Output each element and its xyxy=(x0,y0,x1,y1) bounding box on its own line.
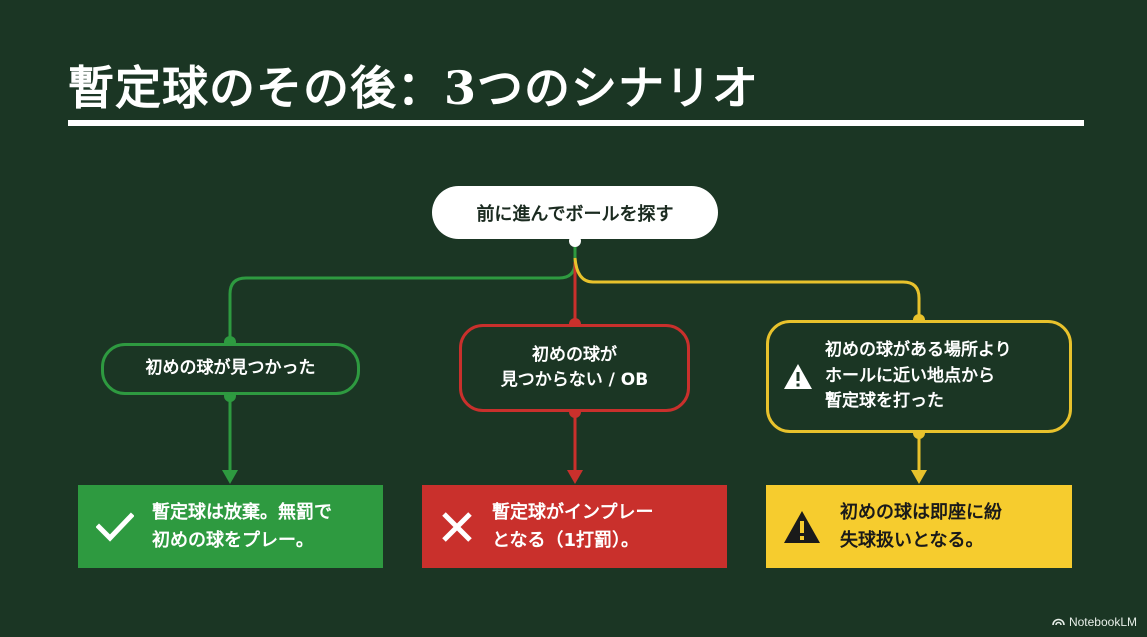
condition-line: 暫定球を打った xyxy=(825,391,944,412)
result-line: 初めの球は即座に紛 xyxy=(840,501,1002,523)
page-title: 暫定球のその後：3つのシナリオ xyxy=(68,61,760,115)
arrow-head-red xyxy=(567,470,583,484)
condition-line: 見つからない / OB xyxy=(500,370,649,390)
cross-icon xyxy=(440,510,474,544)
arrow-head-yellow xyxy=(911,470,927,484)
condition-not-found: 初めの球が 見つからない / OB xyxy=(459,324,690,412)
arrow-head-green xyxy=(222,470,238,484)
start-node: 前に進んでボールを探す xyxy=(432,186,718,239)
result-line: 初めの球をプレー。 xyxy=(152,529,314,551)
result-line: となる（1打罰）。 xyxy=(492,529,639,551)
connector-yellow xyxy=(573,257,921,320)
warning-icon xyxy=(782,509,822,545)
condition-line: ホールに近い地点から xyxy=(825,365,995,386)
result-original-lost: 初めの球は即座に紛 失球扱いとなる。 xyxy=(766,485,1072,568)
result-abandon-provisional: 暫定球は放棄。無罰で 初めの球をプレー。 xyxy=(78,485,383,568)
condition-line: 初めの球が見つかった xyxy=(145,358,316,379)
result-line: 暫定球は放棄。無罰で xyxy=(152,501,332,523)
condition-line: 初めの球がある場所より xyxy=(825,340,1012,361)
check-icon xyxy=(96,511,134,542)
result-line: 暫定球がインプレー xyxy=(492,501,654,523)
condition-found: 初めの球が見つかった xyxy=(101,343,360,395)
notebooklm-logo-icon xyxy=(1052,615,1065,629)
warning-icon xyxy=(783,363,813,390)
condition-line: 初めの球が xyxy=(532,344,617,365)
branding-label: NotebookLM xyxy=(1068,615,1137,629)
result-provisional-in-play: 暫定球がインプレー となる（1打罰）。 xyxy=(422,485,727,568)
title-underline xyxy=(68,120,1084,126)
result-line: 失球扱いとなる。 xyxy=(840,529,984,551)
condition-closer-to-hole: 初めの球がある場所より ホールに近い地点から 暫定球を打った xyxy=(766,320,1072,433)
branding: NotebookLM xyxy=(1052,615,1137,629)
